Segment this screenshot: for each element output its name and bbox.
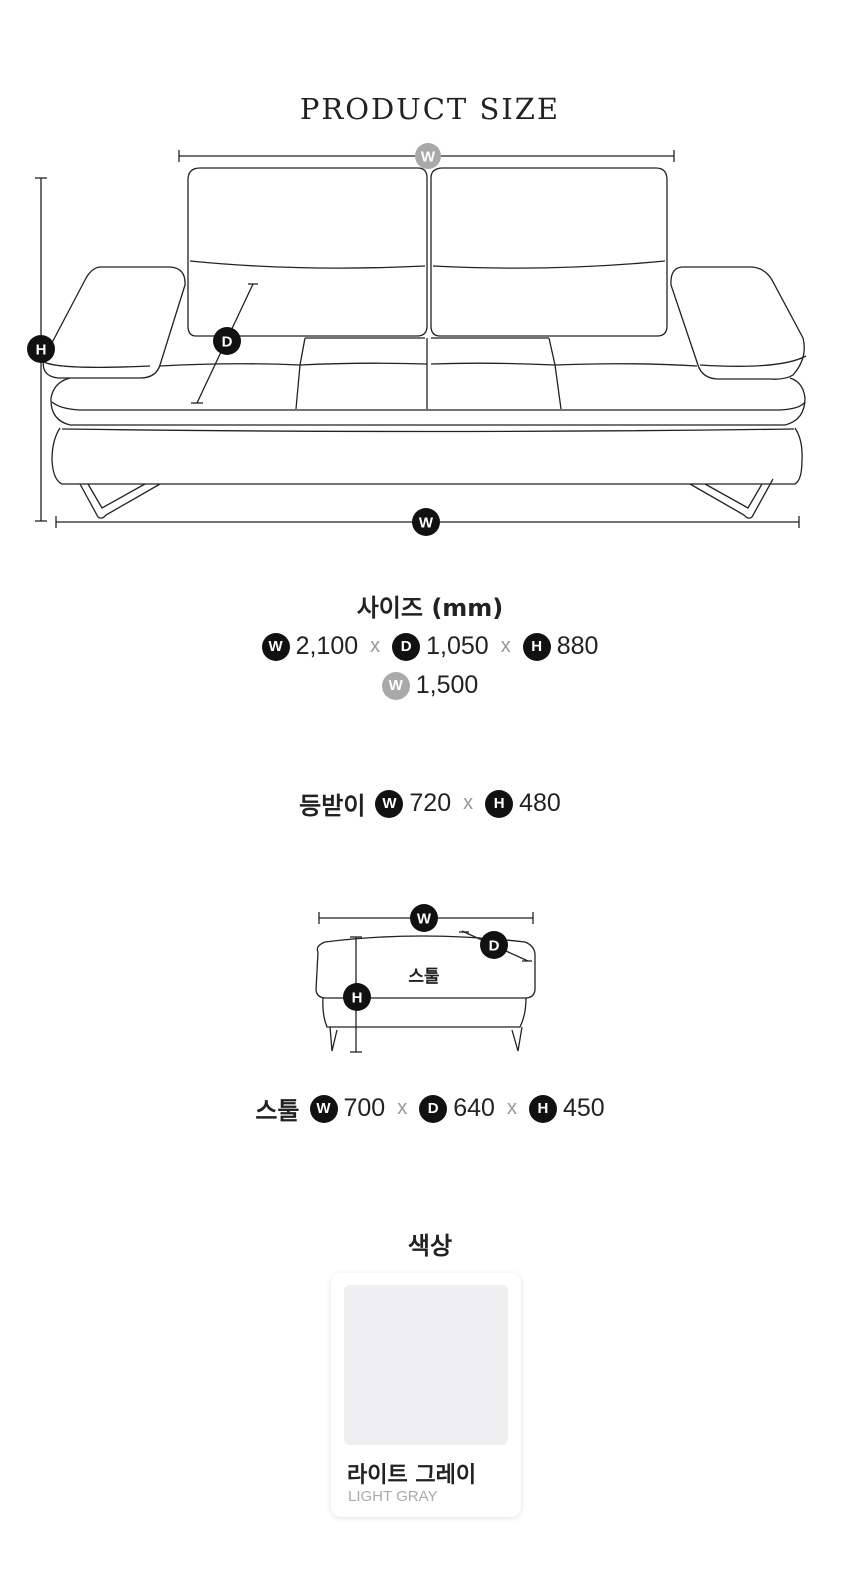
stool-height-value: 450: [562, 1094, 605, 1122]
color-heading: 색상: [407, 1232, 453, 1260]
seat-width-badge-text: W: [421, 149, 436, 166]
stool-depth-value: 640: [453, 1094, 495, 1122]
seat-w-badge: W: [381, 671, 410, 700]
stool-diagram-label: 스툴: [408, 967, 440, 987]
seat-width-badge: W: [415, 143, 441, 169]
size-width-value: 2,100: [295, 632, 359, 660]
stool-diagram: 스툴 W D H: [315, 904, 536, 1053]
size-height-value: 880: [556, 632, 599, 660]
color-name: 라이트 그레이: [347, 1463, 477, 1488]
backrest-width-value: 720: [409, 789, 452, 817]
w-badge: W: [261, 632, 290, 661]
h-badge: H: [522, 632, 551, 661]
sofa-diagram: W H W D: [27, 143, 807, 536]
backrest-height-value: 480: [519, 789, 561, 817]
times-separator: x: [506, 1097, 517, 1119]
d-badge: D: [419, 1094, 448, 1123]
stool-depth-badge: D: [480, 931, 508, 959]
w-badge: W: [309, 1094, 338, 1123]
times-separator: x: [370, 635, 381, 657]
color-swatch: [344, 1285, 508, 1445]
seat-width-value: 1,500: [415, 671, 479, 699]
depth-badge-text: D: [222, 334, 233, 351]
size-label-row: 사이즈 (mm): [0, 588, 860, 623]
stool-width-value: 700: [343, 1094, 386, 1122]
stool-height-badge: H: [343, 983, 371, 1011]
width-badge-text: W: [419, 515, 434, 532]
stool-depth-badge-text: D: [489, 938, 500, 955]
h-badge: H: [485, 789, 514, 818]
width-badge: W: [412, 508, 440, 536]
size-depth-value: 1,050: [426, 632, 489, 660]
w-badge: W: [375, 789, 404, 818]
depth-badge: D: [213, 327, 241, 355]
seat-width-row: W 1,500: [0, 671, 860, 700]
stool-width-badge: W: [410, 904, 438, 932]
page-title: PRODUCT SIZE: [299, 92, 561, 126]
height-badge: H: [27, 335, 55, 363]
size-dimensions-row: W 2,100 x D 1,050 x H 880: [0, 632, 860, 661]
times-separator: x: [397, 1097, 408, 1119]
stool-height-badge-text: H: [352, 990, 363, 1007]
backrest-row: 등받이 W 720 x H 480: [0, 786, 860, 821]
times-separator: x: [500, 635, 511, 657]
color-name-english: LIGHT GRAY: [348, 1488, 438, 1505]
stool-label: 스툴: [255, 1097, 300, 1125]
h-badge: H: [528, 1094, 557, 1123]
size-label: 사이즈 (mm): [356, 594, 504, 622]
height-badge-text: H: [36, 342, 47, 359]
color-option-card[interactable]: 라이트 그레이 LIGHT GRAY: [331, 1273, 521, 1517]
backrest-label: 등받이: [299, 792, 366, 820]
stool-row: 스툴 W 700 x D 640 x H 450: [0, 1091, 860, 1126]
times-separator: x: [463, 792, 474, 814]
stool-width-badge-text: W: [417, 911, 432, 928]
d-badge: D: [392, 632, 421, 661]
